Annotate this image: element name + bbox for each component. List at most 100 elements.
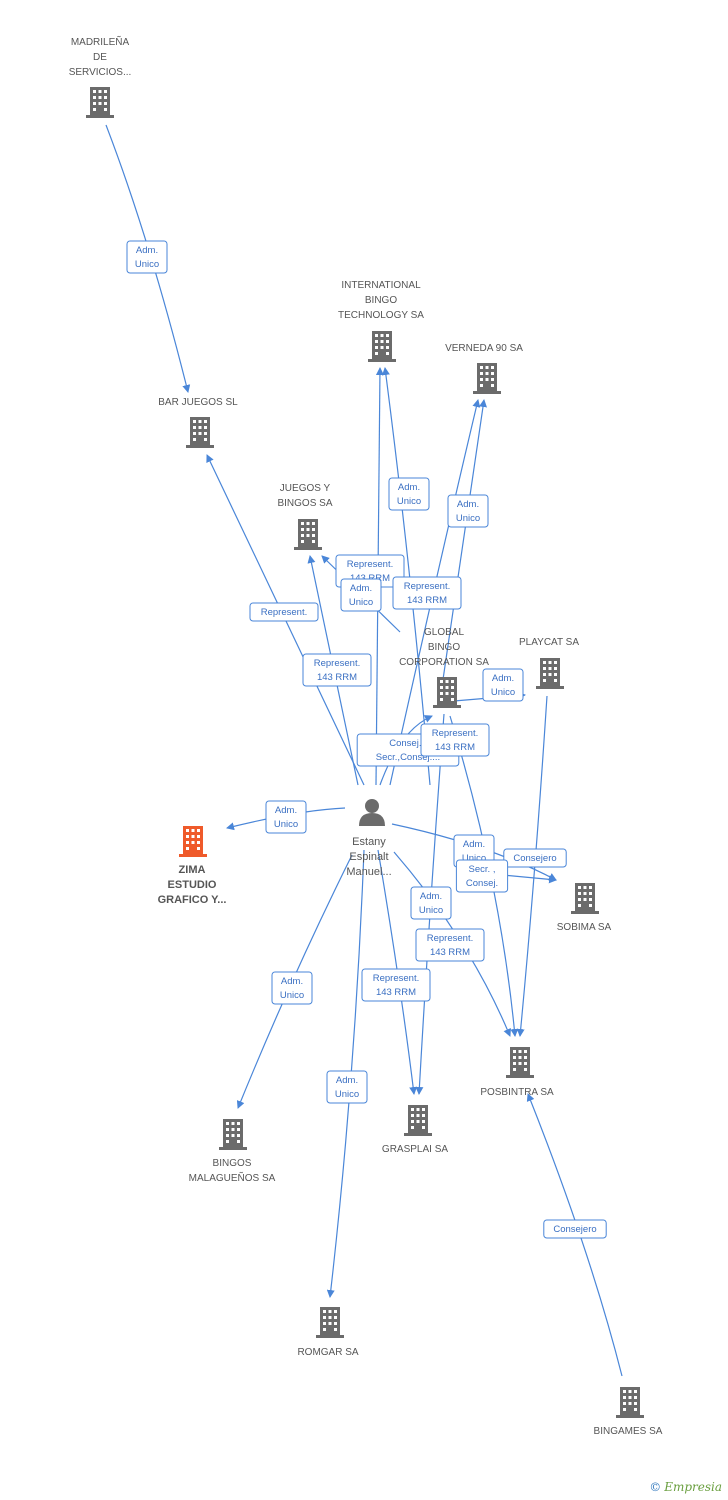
building-icon — [571, 883, 599, 914]
edge-label-box[interactable]: Adm.Unico — [447, 494, 489, 528]
edge-label-text: Consejero — [513, 853, 556, 864]
edge-label-box[interactable]: Represent. 143 RRM — [302, 653, 372, 687]
edge-label-text: Represent. — [404, 581, 450, 592]
edge-label-text: Adm. — [457, 499, 479, 510]
building-icon — [368, 331, 396, 362]
person-node-estany[interactable]: EstanyEspinaltManuel... — [346, 799, 392, 878]
company-label: TECHNOLOGY SA — [338, 310, 424, 321]
person-icon — [359, 799, 385, 826]
building-icon — [536, 658, 564, 689]
company-label: MADRILEÑA — [71, 35, 130, 48]
company-label: ZIMA — [179, 864, 206, 876]
company-node-madrilena[interactable]: MADRILEÑA DE SERVICIOS... — [69, 35, 132, 118]
edge-label-box[interactable]: Adm.Unico — [340, 578, 382, 612]
edge-label-box[interactable]: Adm.Unico — [271, 971, 313, 1005]
company-label: BINGOS SA — [277, 498, 332, 509]
edge-label-box[interactable]: Consejero — [543, 1219, 607, 1239]
company-label: MALAGUEÑOS SA — [189, 1171, 276, 1184]
edge-label-text: Unico — [335, 1089, 359, 1100]
edge-label-text: Represent. — [314, 658, 360, 669]
building-icon — [506, 1047, 534, 1078]
company-label: CORPORATION SA — [399, 657, 489, 668]
edge-label-text: Adm. — [420, 891, 442, 902]
edge-label-text: 143 RRM — [430, 947, 470, 958]
company-label: VERNEDA 90 SA — [445, 343, 523, 354]
company-node-bingames[interactable]: BINGAMES SA — [594, 1387, 663, 1437]
edge-label-box[interactable]: Represent. 143 RRM — [415, 928, 485, 962]
company-label: GRASPLAI SA — [382, 1144, 448, 1155]
edge-label-box[interactable]: Adm. Unico — [265, 800, 307, 834]
edge-label-text: Represent. — [347, 559, 393, 570]
company-node-posbintra[interactable]: POSBINTRA SA — [480, 1047, 554, 1098]
edge-label-text: Represent. — [432, 728, 478, 739]
credit: ©Empresia — [649, 1480, 722, 1494]
edge-label-text: 143 RRM — [317, 672, 357, 683]
edge-label-text: Secr. , — [469, 864, 496, 875]
building-icon — [219, 1119, 247, 1150]
edge-label-text: Adm. — [136, 245, 158, 256]
edge-label-text: Adm. — [492, 673, 514, 684]
edge-label-text: Represent. — [373, 973, 419, 984]
company-node-juegos_bingos[interactable]: JUEGOS Y BINGOS SA — [277, 483, 333, 550]
edge-label-box[interactable]: Represent. 143 RRM — [392, 576, 462, 610]
edge-estany-to-verneda — [439, 399, 487, 701]
edge-bingames-to-posbintra — [526, 1093, 623, 1377]
person-label: Estany — [352, 836, 386, 848]
company-label: PLAYCAT SA — [519, 637, 579, 648]
company-label: POSBINTRA SA — [480, 1087, 554, 1098]
company-node-grasplai[interactable]: GRASPLAI SA — [382, 1105, 448, 1155]
company-node-playcat[interactable]: PLAYCAT SA — [519, 637, 579, 689]
edge-label-text: Unico — [274, 819, 298, 830]
company-label: SOBIMA SA — [557, 922, 612, 933]
edge-label-box[interactable]: Adm.Unico — [326, 1070, 368, 1104]
edge-label-text: Unico — [280, 990, 304, 1001]
edge-label-text: 143 RRM — [435, 742, 475, 753]
edge-label-text: Adm. — [275, 805, 297, 816]
building-icon — [404, 1105, 432, 1136]
company-node-verneda[interactable]: VERNEDA 90 SA — [445, 343, 523, 394]
company-label: BINGO — [365, 295, 397, 306]
edge-playcat-to-posbintra — [516, 695, 548, 1037]
edge-label-box[interactable]: Adm.Unico — [388, 477, 430, 511]
person-label: Manuel... — [346, 866, 391, 878]
building-icon — [86, 87, 114, 118]
company-label: GLOBAL — [424, 627, 464, 638]
edge-label-text: Unico — [349, 597, 373, 608]
company-label: SERVICIOS... — [69, 67, 132, 78]
edge-label-box[interactable]: Represent. — [249, 602, 319, 622]
edge-label-box[interactable]: Secr. , Consej. — [455, 859, 509, 893]
company-label: ROMGAR SA — [297, 1347, 358, 1358]
edge-label-box[interactable]: Adm.Unico — [126, 240, 168, 274]
company-node-romgar[interactable]: ROMGAR SA — [297, 1307, 359, 1358]
edge-label-box[interactable]: Represent. 143 RRM — [361, 968, 431, 1002]
edge-label-text: Unico — [462, 853, 486, 864]
company-label: BAR JUEGOS SL — [158, 397, 238, 408]
company-node-sobima[interactable]: SOBIMA SA — [557, 883, 612, 933]
company-label: JUEGOS Y — [280, 483, 331, 494]
edge-label-box[interactable]: Consejero — [503, 848, 567, 868]
person-label: Espinalt — [349, 851, 388, 863]
edge-label-text: Consej. — [466, 878, 498, 889]
edge-label-text: 143 RRM — [407, 595, 447, 606]
edge-label-text: Adm. — [398, 482, 420, 493]
brand-logo-text: Empresia — [664, 1480, 722, 1494]
company-node-bar_juegos[interactable]: BAR JUEGOS SL — [158, 397, 238, 448]
edge-label-text: Represent. — [427, 933, 473, 944]
edge-label-text: Secr.,Consej.... — [376, 752, 440, 763]
edge-label-text: Adm. — [463, 839, 485, 850]
edge-label-text: Unico — [419, 905, 443, 916]
edge-label-box[interactable]: Adm. Unico — [410, 886, 452, 920]
edge-label-text: 143 RRM — [376, 987, 416, 998]
company-label: ESTUDIO — [168, 879, 217, 891]
edge-label-text: Consej. , — [389, 738, 427, 749]
edge-label-box[interactable]: Represent. 143 RRM — [420, 723, 490, 757]
building-icon — [433, 677, 461, 708]
edge-label-box[interactable]: Adm.Unico — [482, 668, 524, 702]
company-label: DE — [93, 52, 107, 63]
edge-label-text: Represent. — [261, 607, 307, 618]
